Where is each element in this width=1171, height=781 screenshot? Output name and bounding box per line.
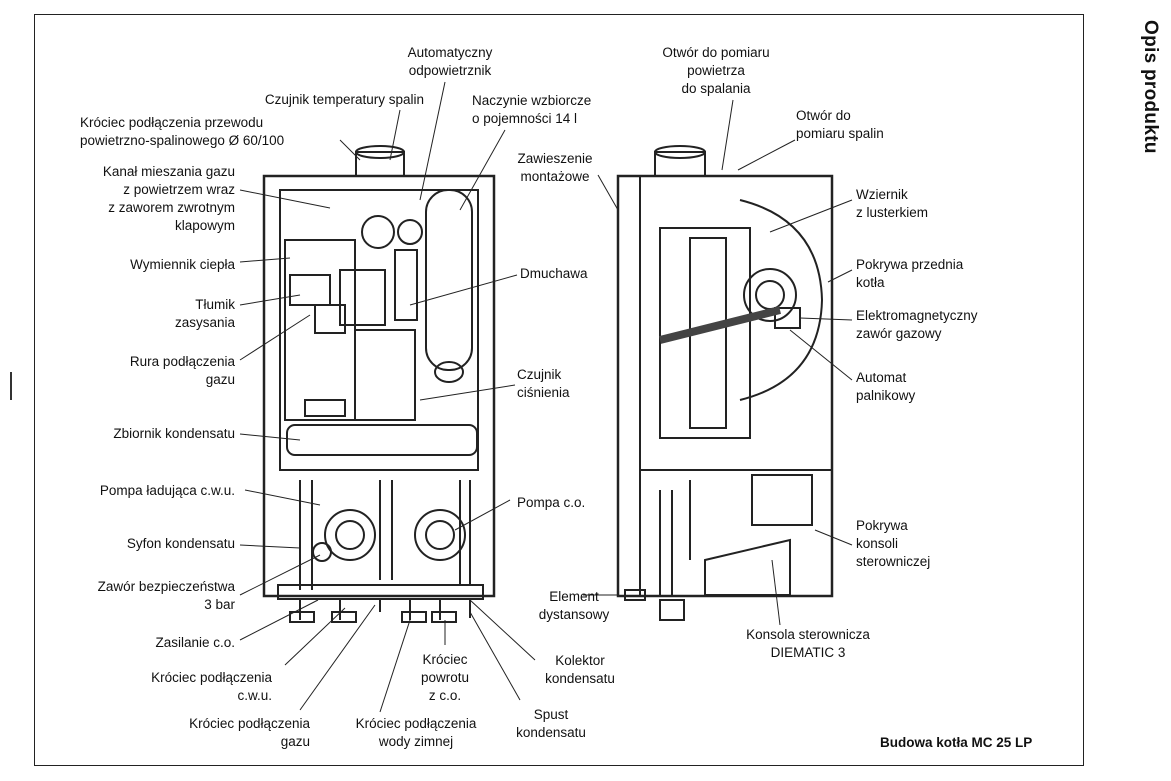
label-flue-temp-sensor: Czujnik temperatury spalin	[264, 92, 424, 107]
label-burner-controller: Automat palnikowy	[856, 370, 916, 403]
label-flue-connection: Króciec podłączenia przewodu powietrzno-…	[80, 115, 285, 148]
label-control-panel-cover: Pokrywa konsoli sterowniczej	[856, 518, 931, 569]
label-condensate-drain: Spust kondensatu	[516, 707, 586, 740]
label-gas-pipe: Rura podłączenia gazu	[129, 354, 235, 387]
label-safety-valve: Zawór bezpieczeństwa 3 bar	[97, 579, 235, 612]
label-condensate-tank: Zbiornik kondensatu	[113, 426, 235, 441]
label-front-cover: Pokrywa przednia kotła	[856, 257, 964, 290]
label-fan: Dmuchawa	[520, 266, 588, 281]
boiler-side-view	[616, 145, 834, 621]
label-cold-water-connection: Króciec podłączenia wody zimnej	[355, 716, 477, 749]
label-expansion-vessel: Naczynie wzbiorcze o pojemności 14 l	[472, 93, 592, 126]
label-mounting-bracket: Zawieszenie montażowe	[517, 151, 593, 184]
label-heat-exchanger: Wymiennik ciepła	[130, 257, 235, 272]
section-title: Opis produktu	[1140, 20, 1161, 154]
label-gas-air-mixing-channel: Kanał mieszania gazu z powietrzem wraz z…	[102, 164, 235, 233]
label-dhw-connection: Króciec podłączenia c.w.u.	[151, 670, 272, 703]
label-control-panel: Konsola sterownicza DIEMATIC 3	[746, 627, 870, 660]
label-flue-measurement-port: Otwór do pomiaru spalin	[796, 108, 884, 141]
label-gas-valve: Elektromagnetyczny zawór gazowy	[856, 308, 978, 341]
label-condensate-collector: Kolektor kondensatu	[545, 653, 615, 686]
leader-lines	[239, 81, 853, 713]
label-condensate-siphon: Syfon kondensatu	[126, 536, 235, 551]
label-pressure-sensor: Czujnik ciśnienia	[517, 367, 570, 400]
label-spacer-element: Element dystansowy	[538, 589, 610, 622]
label-air-measurement-port: Otwór do pomiaru powietrza do spalania	[662, 45, 770, 96]
figure-caption: Budowa kotła MC 25 LP	[880, 735, 1033, 750]
diagram-frame	[34, 14, 1084, 766]
label-gas-connection: Króciec podłączenia gazu	[189, 716, 310, 749]
label-sight-glass: Wziernik z lusterkiem	[856, 187, 929, 220]
page-edge-mark	[0, 372, 12, 400]
label-automatic-air-vent: Automatyczny odpowietrznik	[407, 45, 493, 78]
label-intake-silencer: Tłumik zasysania	[174, 297, 235, 330]
label-dhw-pump: Pompa ładująca c.w.u.	[99, 483, 235, 498]
label-ch-pump: Pompa c.o.	[517, 495, 586, 510]
label-ch-supply: Zasilanie c.o.	[155, 635, 235, 650]
boiler-front-view	[262, 145, 496, 623]
label-ch-return-connection: Króciec powrotu z c.o.	[420, 652, 470, 703]
